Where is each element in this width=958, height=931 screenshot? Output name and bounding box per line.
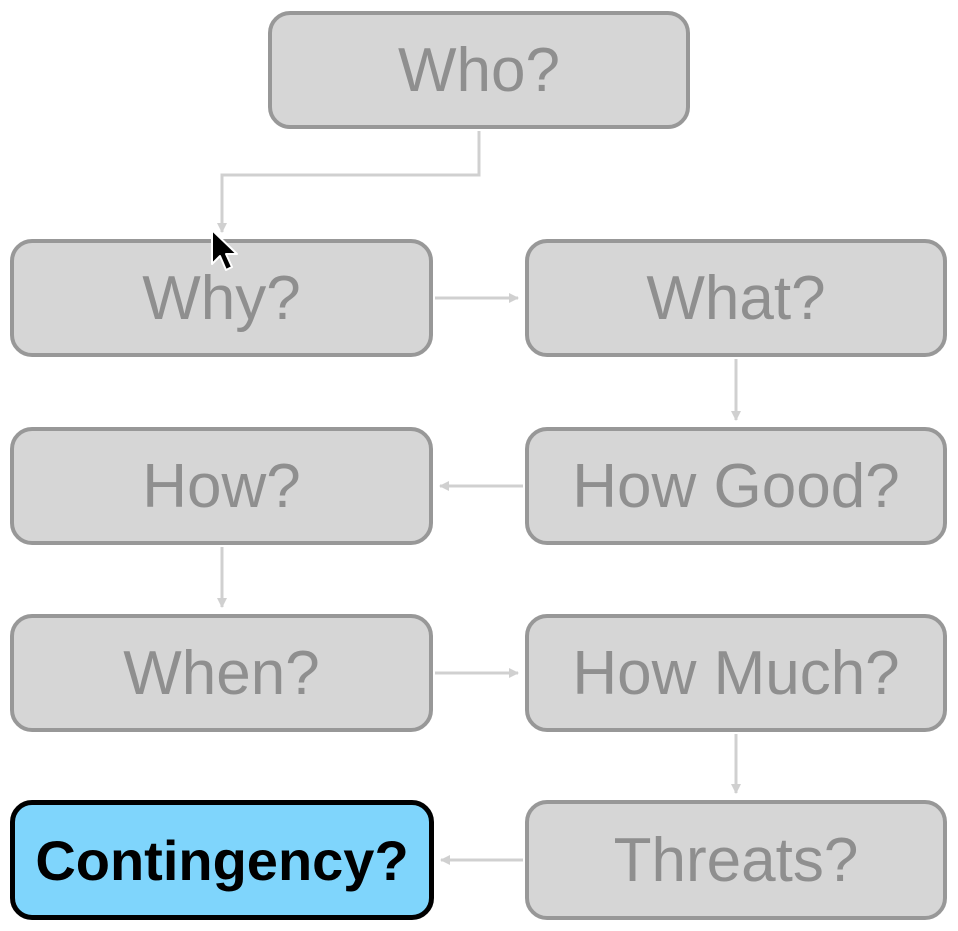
node-when-label: When? <box>123 638 320 708</box>
node-threats[interactable]: Threats? <box>525 800 947 920</box>
node-how-much-label: How Much? <box>572 638 900 708</box>
node-who-label: Who? <box>398 35 560 105</box>
node-why-label: Why? <box>142 263 301 333</box>
node-who[interactable]: Who? <box>268 11 690 129</box>
node-contingency[interactable]: Contingency? <box>10 800 434 920</box>
edge-who-why <box>217 131 481 233</box>
mouse-pointer-icon <box>211 229 238 271</box>
node-how-much[interactable]: How Much? <box>525 614 947 732</box>
node-what[interactable]: What? <box>525 239 947 357</box>
node-how-label: How? <box>142 451 301 521</box>
node-how-good-label: How Good? <box>572 451 900 521</box>
node-what-label: What? <box>646 263 826 333</box>
node-when[interactable]: When? <box>10 614 433 732</box>
node-how-good[interactable]: How Good? <box>525 427 947 545</box>
node-threats-label: Threats? <box>613 825 859 895</box>
node-how[interactable]: How? <box>10 427 433 545</box>
node-contingency-label: Contingency? <box>35 828 409 892</box>
